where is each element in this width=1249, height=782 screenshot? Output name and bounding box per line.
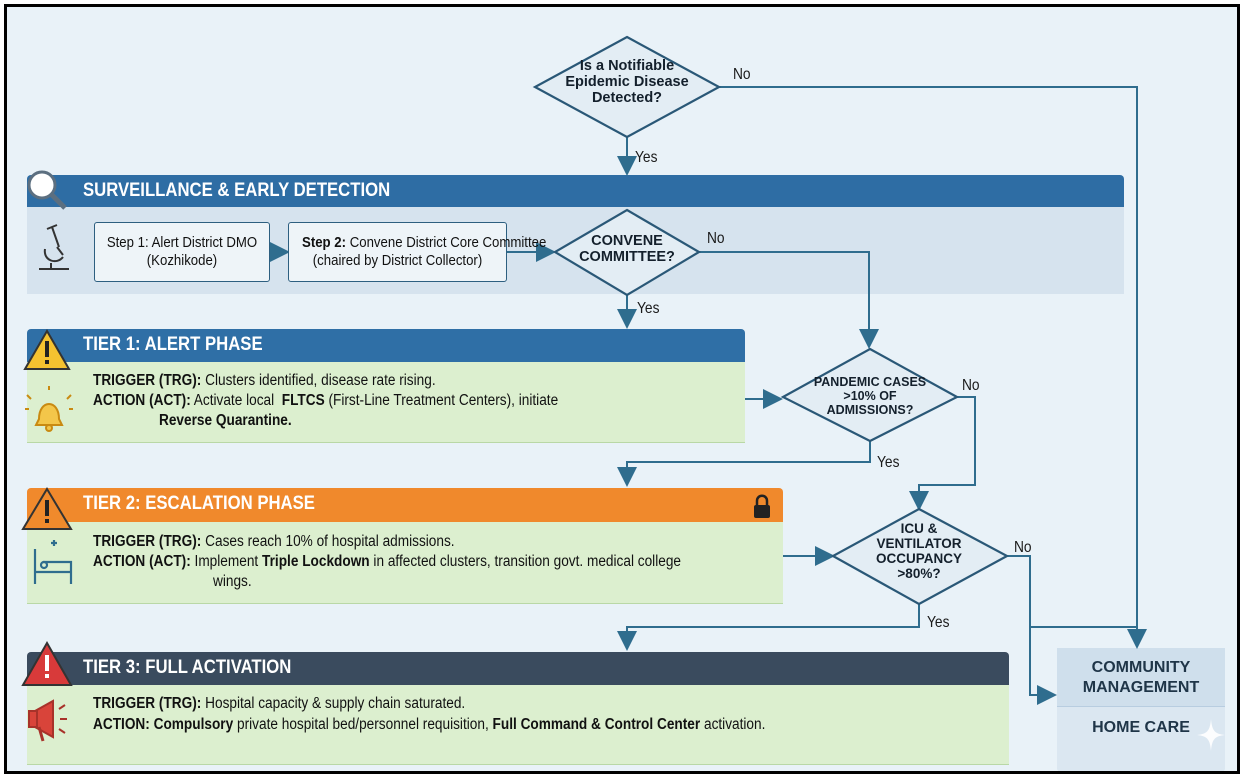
decision-pandemic-line3: ADMISSIONS? xyxy=(826,403,914,417)
step2-line1: Convene District Core Committee xyxy=(349,234,547,251)
decision-convene-no-label: No xyxy=(707,230,725,247)
arrow-icu-yes xyxy=(617,604,920,651)
surveillance-header: SURVEILLANCE & EARLY DETECTION xyxy=(27,175,1124,207)
tier1-trigger-label: TRIGGER (TRG): xyxy=(93,372,202,389)
tier1-trigger-text: Clusters identified, disease rate rising… xyxy=(205,372,436,389)
decision-pandemic-line2: >10% OF xyxy=(843,389,897,403)
decision-icu-text: ICU & VENTILATOR OCCUPANCY >80%? xyxy=(863,521,975,581)
tier3-action-text2: activation. xyxy=(703,716,766,733)
decision-pandemic-line1: PANDEMIC CASES xyxy=(813,375,927,389)
arrow-top-no xyxy=(719,86,1147,649)
tier3-trigger: TRIGGER (TRG): Hospital capacity & suppl… xyxy=(93,694,465,713)
decision-icu-diamond xyxy=(830,507,1010,606)
tier2-action-bold1: Triple Lockdown xyxy=(262,553,370,570)
megaphone-icon xyxy=(28,699,67,742)
decision-top-no-label: No xyxy=(733,66,751,83)
step1-line1: Step 1: Alert District DMO xyxy=(106,234,258,251)
decision-top-line1: Is a Notifiable xyxy=(579,58,675,74)
microscope-icon xyxy=(39,224,69,270)
surveillance-title: SURVEILLANCE & EARLY DETECTION xyxy=(83,180,391,201)
tier1-action-cont: Reverse Quarantine. xyxy=(159,411,292,430)
decision-top-diamond xyxy=(532,35,722,139)
tier3-trigger-text: Hospital capacity & supply chain saturat… xyxy=(205,695,466,712)
flow-connectors xyxy=(21,35,1225,751)
decision-icu-line1: ICU & xyxy=(900,521,938,536)
decision-icu-no-label: No xyxy=(1014,539,1032,556)
tier2-header: TIER 2: ESCALATION PHASE xyxy=(27,488,783,522)
decision-pandemic-no-label: No xyxy=(962,377,980,394)
tier2-action-cont: wings. xyxy=(213,572,252,591)
decision-pandemic-text: PANDEMIC CASES >10% OF ADMISSIONS? xyxy=(807,375,933,417)
home-care-label: HOME CARE xyxy=(1092,719,1190,736)
tier3-panel xyxy=(27,685,1009,765)
tier2-action-text3: wings. xyxy=(213,573,252,590)
tier1-action-text2: (First-Line Treatment Centers), initiate xyxy=(328,392,559,409)
arrow-convene-no xyxy=(699,251,879,349)
decision-top-line2: Epidemic Disease xyxy=(565,74,689,91)
tier2-action-label: ACTION (ACT): xyxy=(93,553,191,570)
decision-top-yes-label: Yes xyxy=(635,149,658,166)
tier1-action: ACTION (ACT): Activate local FLTCS (Firs… xyxy=(93,391,558,410)
warning-icon xyxy=(23,329,71,370)
decision-convene-text: CONVENE COMMITTEE? xyxy=(567,233,687,265)
tier2-action-text1: Implement xyxy=(194,553,259,570)
decision-convene-yes-label: Yes xyxy=(637,300,660,317)
step1-line2: (Kozhikode) xyxy=(146,252,218,269)
community-management-box xyxy=(1057,648,1225,771)
warning-icon-tier3 xyxy=(21,640,73,686)
tier3-action-label: ACTION: xyxy=(93,716,150,733)
community-line2: MANAGEMENT xyxy=(1082,679,1200,696)
tier2-panel xyxy=(27,522,783,604)
decision-top-text: Is a Notifiable Epidemic Disease Detecte… xyxy=(559,58,695,107)
decision-icu-yes-label: Yes xyxy=(927,614,950,631)
community-line1: COMMUNITY xyxy=(1091,659,1191,676)
decision-icu-line3: OCCUPANCY xyxy=(875,551,962,567)
lock-icon xyxy=(754,494,770,518)
tier1-action-label: ACTION (ACT): xyxy=(93,392,191,409)
decision-convene-diamond xyxy=(552,208,702,297)
decision-icu-line2: VENTILATOR xyxy=(876,536,962,552)
tier2-action: ACTION (ACT): Implement Triple Lockdown … xyxy=(93,552,681,571)
tier1-panel xyxy=(27,362,745,443)
warning-icon-tier2 xyxy=(21,487,73,530)
step2-label: Step 2: xyxy=(302,234,347,251)
search-icon xyxy=(27,170,67,210)
community-title: COMMUNITY MANAGEMENT xyxy=(1057,658,1225,698)
tier2-trigger-text: Cases reach 10% of hospital admissions. xyxy=(205,533,455,550)
arrow-pandemic-no xyxy=(909,396,976,511)
tier1-trigger: TRIGGER (TRG): Clusters identified, dise… xyxy=(93,371,436,390)
flowchart-canvas: SURVEILLANCE & EARLY DETECTION TIER 1: A… xyxy=(4,4,1240,774)
step2-box: Step 2: Convene District Core Committee … xyxy=(288,222,546,282)
tier3-action-bold2: Full Command & Control Center xyxy=(492,716,701,733)
hospital-bed-icon xyxy=(33,540,73,584)
tier1-action-bold2: Reverse Quarantine. xyxy=(159,412,292,429)
step2-line2: (chaired by District Collector) xyxy=(312,252,483,269)
step1-box: Step 1: Alert District DMO (Kozhikode) xyxy=(94,222,270,282)
tier1-action-bold1: FLTCS xyxy=(281,392,325,409)
arrow-icu-no xyxy=(1007,555,1057,705)
decision-icu-line4: >80%? xyxy=(897,566,941,582)
tier1-title: TIER 1: ALERT PHASE xyxy=(83,334,263,355)
arrow-pandemic-yes xyxy=(617,441,871,487)
tier3-action-text1: private hospital bed/personnel requisiti… xyxy=(237,716,489,733)
tier1-action-text1: Activate local xyxy=(193,392,275,409)
tier3-action: ACTION: Compulsory private hospital bed/… xyxy=(93,715,765,734)
tier1-header: TIER 1: ALERT PHASE xyxy=(27,329,745,362)
decision-top-line3: Detected? xyxy=(591,90,663,107)
decision-convene-line2: COMMITTEE? xyxy=(579,249,675,266)
decision-pandemic-diamond xyxy=(780,347,960,443)
tier3-trigger-label: TRIGGER (TRG): xyxy=(93,695,202,712)
sparkle-icon xyxy=(1197,719,1225,751)
tier3-title: TIER 3: FULL ACTIVATION xyxy=(83,657,292,678)
bell-icon xyxy=(25,386,73,432)
decision-convene-line1: CONVENE xyxy=(591,233,663,249)
tier2-trigger-label: TRIGGER (TRG): xyxy=(93,533,202,550)
tier3-header: TIER 3: FULL ACTIVATION xyxy=(27,652,1009,685)
tier2-title: TIER 2: ESCALATION PHASE xyxy=(83,493,315,514)
tier2-action-text2: in affected clusters, transition govt. m… xyxy=(373,553,682,570)
tier2-trigger: TRIGGER (TRG): Cases reach 10% of hospit… xyxy=(93,532,455,551)
decision-pandemic-yes-label: Yes xyxy=(877,454,900,471)
tier3-action-bold1: Compulsory xyxy=(153,716,234,733)
